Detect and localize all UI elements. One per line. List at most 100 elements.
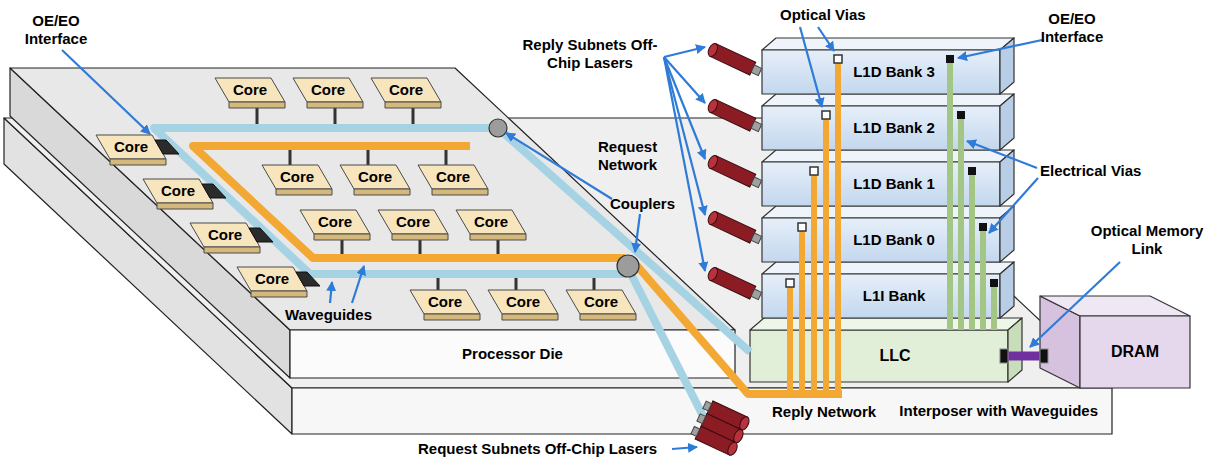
optical-via-pad — [822, 111, 830, 119]
callout-label: OE/EO Interface — [16, 12, 96, 48]
callout-label: Reply Subnets Off-Chip Lasers — [520, 36, 660, 72]
interposer: Interposer with Waveguides — [4, 118, 1112, 434]
core-side — [432, 189, 488, 195]
core-side — [385, 102, 441, 108]
core-box: Core — [566, 290, 636, 320]
callout-label: Request Subnets Off-Chip Lasers — [418, 440, 657, 458]
node-text: Core — [396, 213, 430, 230]
leader-arrow — [818, 27, 834, 51]
core-link-stub — [334, 108, 337, 124]
reply-laser — [706, 154, 719, 170]
connector-group — [957, 111, 965, 330]
node-text: Core — [208, 226, 242, 243]
optical-via-pad — [798, 223, 806, 231]
node-text: LLC — [879, 347, 910, 365]
callout-label: Couplers — [610, 195, 675, 213]
optical-via — [823, 115, 829, 394]
cache-stack — [762, 206, 1014, 218]
core-box: Core — [488, 290, 558, 320]
optical-via-pad — [786, 55, 842, 287]
leader-arrow — [506, 133, 612, 199]
node-text: Core — [280, 168, 314, 185]
request-waveguide — [154, 128, 750, 352]
core-link-stub — [341, 240, 344, 254]
core-box: Core — [215, 78, 285, 108]
cache-bank: L1I Bank — [762, 274, 1000, 318]
electrical-via — [991, 283, 997, 330]
oe-eo-block — [202, 184, 226, 198]
leader-arrow — [352, 266, 364, 303]
via-pad — [946, 55, 954, 63]
reply-laser — [706, 210, 763, 246]
reply-laser — [706, 42, 763, 78]
cache-stack — [762, 38, 1014, 50]
core-side — [580, 314, 636, 320]
core-link-stub — [289, 150, 292, 165]
core-box: Core — [293, 78, 363, 108]
cache-stack — [1000, 262, 1014, 318]
request-laser-bundle — [703, 401, 712, 411]
core-link-stub — [412, 108, 415, 124]
request-laser-bundle — [690, 398, 751, 456]
core-side — [251, 291, 307, 297]
leader-arrow — [664, 57, 705, 159]
core-box: Core — [262, 165, 332, 195]
die-slab — [10, 68, 735, 330]
dram-block — [1040, 296, 1190, 388]
node-text: Core — [389, 81, 423, 98]
callout-label: OE/EO Interface — [1030, 10, 1114, 46]
coupler — [617, 255, 639, 277]
request-laser-bundle — [691, 427, 700, 437]
link-connector — [1000, 349, 1008, 363]
connector-group — [968, 167, 976, 330]
core-top — [456, 210, 526, 234]
node-text: DRAM — [1111, 343, 1159, 361]
core-top — [190, 223, 260, 247]
core-side — [204, 247, 260, 253]
core-side — [307, 102, 363, 108]
leader-arrow — [672, 447, 697, 449]
electrical-via — [958, 115, 964, 330]
coupler — [489, 119, 507, 137]
leader-arrow — [62, 50, 150, 134]
core-top — [262, 165, 332, 189]
processor-die: CoreCoreCoreCoreCoreCoreCoreCoreCoreCore… — [10, 68, 735, 378]
optical-memory-link — [1008, 352, 1040, 361]
cache-bank: L1D Bank 2 — [762, 106, 1000, 150]
reply-laser — [706, 210, 719, 226]
node-text: Processor Die — [462, 345, 563, 362]
callout-label: Electrical Vias — [1040, 162, 1141, 180]
core-link-stub — [445, 150, 448, 165]
dram-block — [1040, 296, 1190, 316]
core-link-stub — [419, 240, 422, 254]
reply-laser — [706, 98, 763, 134]
node-text: L1D Bank 0 — [853, 231, 935, 248]
core-top — [215, 78, 285, 102]
core-box: Core — [340, 165, 410, 195]
reply-laser — [751, 65, 762, 76]
reply-waveguide — [193, 146, 842, 394]
optical-via — [787, 283, 793, 394]
node-text: Core — [358, 168, 392, 185]
reply-laser — [751, 177, 762, 188]
callout-label: Waveguides — [285, 306, 372, 324]
dram-block: DRAM — [1040, 296, 1190, 388]
core-side — [502, 314, 558, 320]
leader-arrow — [664, 57, 705, 215]
core-top — [143, 179, 213, 203]
request-laser-bundle — [697, 414, 706, 424]
via-pad — [968, 167, 976, 175]
connector-group — [990, 279, 998, 330]
cache-bank: L1D Bank 0 — [762, 218, 1000, 262]
core-top — [488, 290, 558, 314]
core-box: Core — [190, 223, 260, 253]
electrical-via — [980, 227, 986, 330]
optical-via — [799, 227, 805, 394]
core-link-stub — [497, 240, 500, 254]
dram-block — [1080, 316, 1190, 388]
leader-arrow — [664, 47, 705, 57]
via-pad — [979, 223, 987, 231]
request-waveguide — [154, 128, 750, 418]
core-side — [354, 189, 410, 195]
core-link-stub — [437, 278, 440, 290]
